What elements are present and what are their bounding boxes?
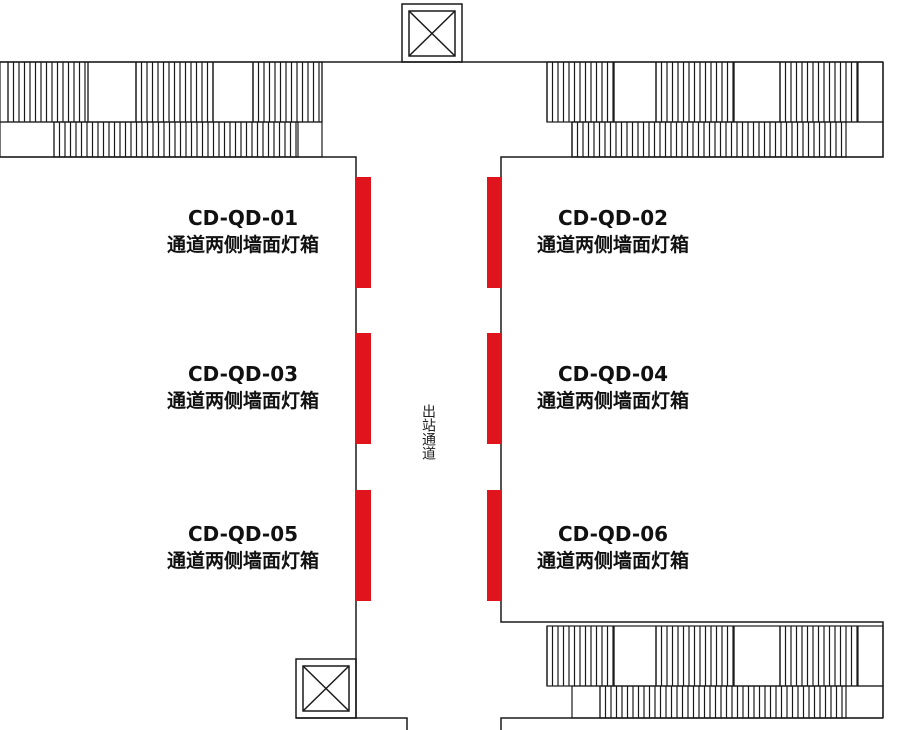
lightbox-04	[487, 333, 502, 444]
lightbox-05	[356, 490, 371, 601]
lightbox-06	[487, 490, 502, 601]
lightbox-code: CD-QD-04	[557, 362, 669, 386]
elevator-top	[401, 3, 463, 63]
stairs-top-left	[0, 61, 323, 158]
lightbox-label-06: CD-QD-06 通道两侧墙面灯箱	[493, 521, 733, 575]
lightbox-code: CD-QD-02	[557, 206, 669, 230]
lightbox-label-03: CD-QD-03 通道两侧墙面灯箱	[123, 361, 363, 415]
lightbox-label-02: CD-QD-02 通道两侧墙面灯箱	[493, 205, 733, 259]
lightbox-desc: 通道两侧墙面灯箱	[536, 550, 689, 572]
lightbox-desc: 通道两侧墙面灯箱	[166, 390, 319, 412]
bottom-left-wall	[296, 717, 408, 730]
lightbox-code: CD-QD-06	[557, 522, 669, 546]
stairs-top-right	[546, 61, 884, 158]
lightbox-desc: 通道两侧墙面灯箱	[536, 390, 689, 412]
lightbox-desc: 通道两侧墙面灯箱	[536, 234, 689, 256]
lightbox-desc: 通道两侧墙面灯箱	[166, 550, 319, 572]
stairs-bottom-right	[546, 625, 884, 719]
elevator-bottom	[295, 658, 357, 719]
lightbox-desc: 通道两侧墙面灯箱	[166, 234, 319, 256]
lightbox-label-04: CD-QD-04 通道两侧墙面灯箱	[493, 361, 733, 415]
lightbox-code: CD-QD-01	[187, 206, 299, 230]
lightbox-code: CD-QD-03	[187, 362, 299, 386]
exit-corridor-label: 出站通道	[420, 404, 436, 460]
lightbox-code: CD-QD-05	[187, 522, 299, 546]
lightbox-02	[487, 177, 502, 288]
lightbox-label-01: CD-QD-01 通道两侧墙面灯箱	[123, 205, 363, 259]
bottom-right-wall	[500, 717, 883, 730]
lightbox-03	[356, 333, 371, 444]
lightbox-01	[356, 177, 371, 288]
lightbox-label-05: CD-QD-05 通道两侧墙面灯箱	[123, 521, 363, 575]
